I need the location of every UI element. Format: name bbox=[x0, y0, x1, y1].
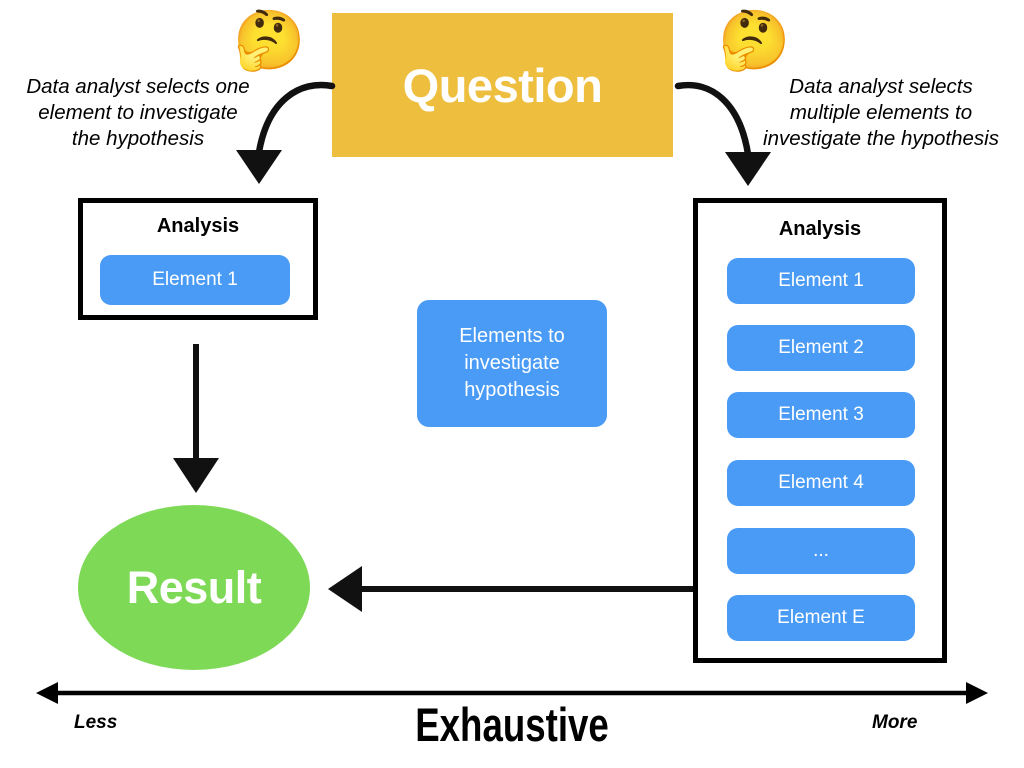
element-pill-right-e: Element E bbox=[727, 595, 915, 641]
element-pill-right-1: Element 1 bbox=[727, 258, 915, 304]
question-box: Question bbox=[332, 13, 673, 157]
legend-box: Elements to investigate hypothesis bbox=[417, 300, 607, 427]
thinking-face-icon-left: 🤔 bbox=[233, 8, 306, 73]
element-pill-left-1: Element 1 bbox=[100, 255, 290, 305]
analysis-left-title: Analysis bbox=[156, 215, 240, 237]
result-ellipse: Result bbox=[78, 505, 310, 670]
result-label: Result bbox=[126, 561, 262, 613]
axis-label-more: More bbox=[872, 712, 918, 733]
element-pill-right-2: Element 2 bbox=[727, 325, 915, 371]
element-pill-right-3: Element 3 bbox=[727, 392, 915, 438]
thinking-face-icon-right: 🤔 bbox=[718, 8, 791, 73]
axis-title-exhaustive: Exhaustive bbox=[415, 698, 609, 751]
caption-right: Data analyst selects multiple elements t… bbox=[763, 75, 999, 150]
arrow-left-to-result bbox=[328, 566, 693, 612]
analysis-right-title: Analysis bbox=[778, 218, 862, 240]
legend-text: Elements to investigate hypothesis bbox=[459, 325, 565, 401]
axis-label-less: Less bbox=[74, 712, 118, 733]
element-pill-right-4: Element 4 bbox=[727, 460, 915, 506]
element-pill-right-ellipsis: ... bbox=[727, 528, 915, 574]
caption-left: Data analyst selects one element to inve… bbox=[26, 75, 250, 150]
curved-arrow-right bbox=[674, 81, 771, 186]
arrow-down-left bbox=[173, 344, 219, 493]
question-label: Question bbox=[402, 58, 603, 112]
